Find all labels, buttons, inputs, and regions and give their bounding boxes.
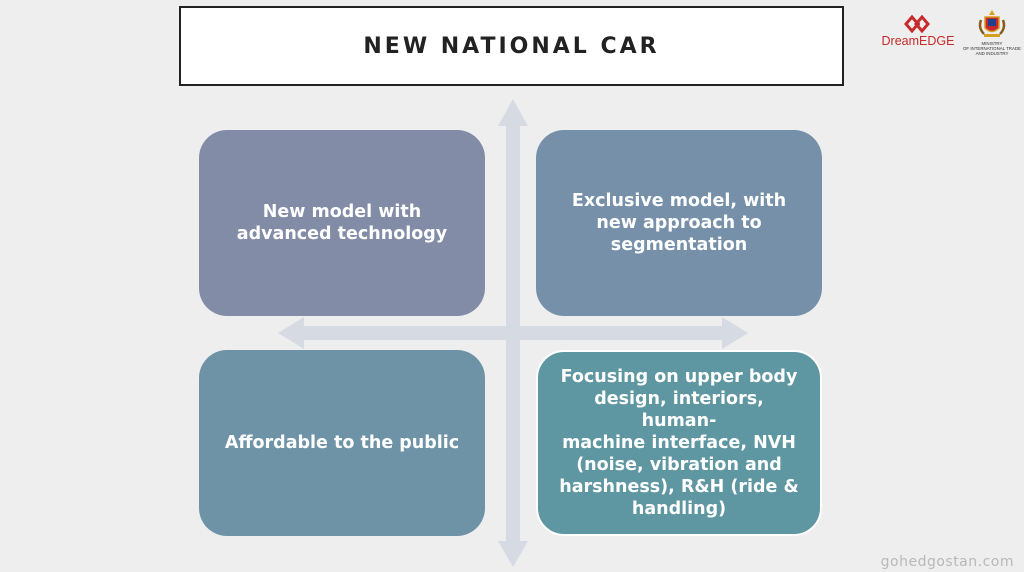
horizontal-axis bbox=[300, 326, 726, 340]
page-title: NEW NATIONAL CAR bbox=[363, 33, 660, 59]
dreamedge-logo: DreamEDGE bbox=[876, 14, 960, 54]
title-box: NEW NATIONAL CAR bbox=[179, 6, 844, 86]
quadrant-bottom-right: Focusing on upper body design, interiors… bbox=[536, 350, 822, 536]
arrow-right-icon bbox=[722, 317, 748, 349]
quadrant-bottom-left: Affordable to the public bbox=[199, 350, 485, 536]
ministry-line: MINISTRY bbox=[981, 41, 1003, 46]
quadrant-top-right: Exclusive model, with new approach to se… bbox=[536, 130, 822, 316]
ministry-logo-text: MINISTRY OF INTERNATIONAL TRADE AND INDU… bbox=[962, 41, 1022, 56]
quadrant-bottom-left-text: Affordable to the public bbox=[224, 433, 460, 453]
quadrant-bottom-right-text: Focusing on upper body design, interiors… bbox=[559, 367, 799, 519]
watermark: gohedgostan.com bbox=[880, 554, 1014, 570]
quadrant-top-left-text: New model with advanced technology bbox=[236, 202, 448, 244]
ministry-logo: MINISTRY OF INTERNATIONAL TRADE AND INDU… bbox=[962, 8, 1022, 64]
ministry-line: AND INDUSTRY bbox=[975, 51, 1009, 56]
dreamedge-logo-icon bbox=[904, 14, 930, 34]
quadrant-top-left: New model with advanced technology bbox=[199, 130, 485, 316]
quadrant-top-right-text: Exclusive model, with new approach to se… bbox=[571, 191, 787, 255]
ministry-line: OF INTERNATIONAL TRADE bbox=[963, 46, 1021, 51]
coat-of-arms-icon bbox=[978, 10, 1006, 37]
dreamedge-logo-text: DreamEDGE bbox=[881, 34, 955, 48]
arrow-left-icon bbox=[278, 317, 304, 349]
arrow-up-icon bbox=[498, 99, 528, 126]
arrow-down-icon bbox=[498, 541, 528, 567]
